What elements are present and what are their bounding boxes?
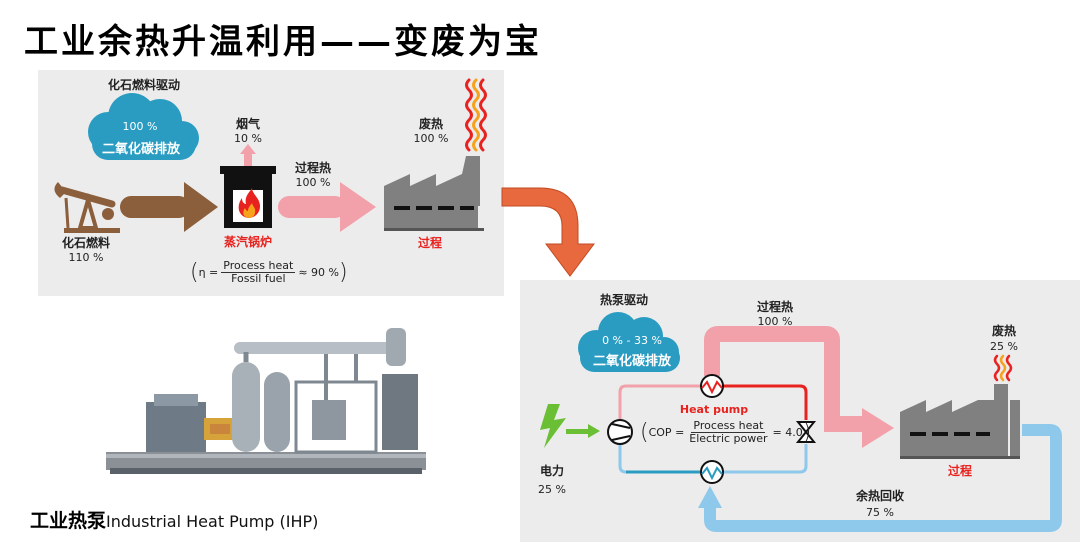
caption-zh: 工业热泵 — [30, 510, 107, 532]
efficiency-suffix: ≈ 90 % — [298, 266, 339, 279]
process-heat-flow — [704, 326, 868, 432]
cop-formula: ( COP = Process heat Electric power = 4.… — [640, 419, 812, 445]
process-heat-flow-arrow — [278, 182, 376, 232]
fossil-cloud-text: 二氧化碳排放 — [101, 142, 180, 157]
fossil-cloud-percent: 100 % — [122, 120, 158, 133]
boiler-label: 蒸汽锅炉 — [223, 235, 272, 249]
condenser-icon — [700, 374, 724, 398]
fuel-value: 110 % — [68, 251, 104, 264]
process-heat-label-top: 过程热 — [294, 161, 331, 175]
page-title: 工业余热升温利用——变废为宝 — [24, 22, 542, 62]
recovery-label: 余热回收 — [855, 489, 904, 503]
efficiency-prefix: η = — [198, 266, 219, 279]
efficiency-numerator: Process heat — [221, 259, 296, 273]
waste-heat-value-bottom: 25 % — [990, 340, 1018, 353]
heat-recovery-flow — [704, 424, 1062, 532]
heat-pump-label: Heat pump — [679, 403, 749, 416]
heat-pump-cloud-text: 二氧化碳排放 — [592, 354, 671, 369]
cloud-icon-heat-pump — [578, 312, 680, 372]
factory-icon-heat-pump — [900, 384, 1020, 459]
transition-arrow — [501, 187, 595, 277]
cop-numerator: Process heat — [691, 419, 766, 433]
flue-gas-arrow — [240, 144, 256, 166]
flue-gas-value: 10 % — [234, 132, 262, 145]
waste-heat-value-top: 100 % — [413, 132, 449, 145]
flue-gas-label: 烟气 — [235, 117, 260, 131]
waste-heat-label-top: 废热 — [418, 117, 443, 131]
expansion-valve-icon — [795, 421, 817, 443]
efficiency-denominator: Fossil fuel — [231, 272, 286, 285]
process-label-top: 过程 — [417, 236, 442, 250]
process-heat-value-top: 100 % — [295, 176, 331, 189]
cop-suffix: = 4.0 — [772, 426, 803, 439]
process-heat-value-bottom: 100 % — [757, 315, 793, 328]
process-heat-arrowhead — [862, 408, 894, 448]
electricity-icon — [540, 404, 566, 448]
caption-en: Industrial Heat Pump (IHP) — [106, 512, 319, 531]
power-value: 25 % — [538, 483, 566, 496]
waste-heat-waves-icon — [465, 78, 487, 152]
evaporator-icon — [700, 460, 724, 484]
cop-denominator: Electric power — [689, 432, 768, 445]
industrial-heat-pump-image — [106, 328, 426, 474]
fossil-fuel-flow-arrow — [120, 182, 218, 232]
hot-side-line — [722, 384, 808, 420]
compressor-icon — [607, 419, 633, 445]
waste-heat-label-bottom: 废热 — [991, 324, 1016, 338]
waste-heat-waves-icon-heat-pump — [993, 354, 1013, 382]
heat-recovery-arrowhead — [698, 486, 722, 508]
image-caption: 工业热泵 Industrial Heat Pump (IHP) — [30, 506, 318, 533]
cloud-icon — [88, 93, 199, 160]
efficiency-formula: ( η = Process heat Fossil fuel ≈ 90 % ) — [190, 259, 348, 285]
process-label-bottom: 过程 — [947, 464, 972, 478]
oil-pump-icon — [54, 182, 120, 233]
electricity-flow-arrow — [566, 424, 600, 438]
heat-pump-cloud-header: 热泵驱动 — [599, 293, 648, 307]
power-label: 电力 — [539, 464, 564, 478]
recovery-value: 75 % — [866, 506, 894, 519]
boiler-icon — [220, 166, 276, 228]
fuel-label: 化石燃料 — [61, 236, 110, 250]
factory-icon — [384, 156, 484, 231]
fossil-cloud-header: 化石燃料驱动 — [107, 78, 180, 92]
process-heat-label-bottom: 过程热 — [756, 300, 793, 314]
cop-prefix: COP = — [648, 426, 685, 439]
heat-pump-cloud-percent: 0 % - 33 % — [602, 334, 662, 347]
